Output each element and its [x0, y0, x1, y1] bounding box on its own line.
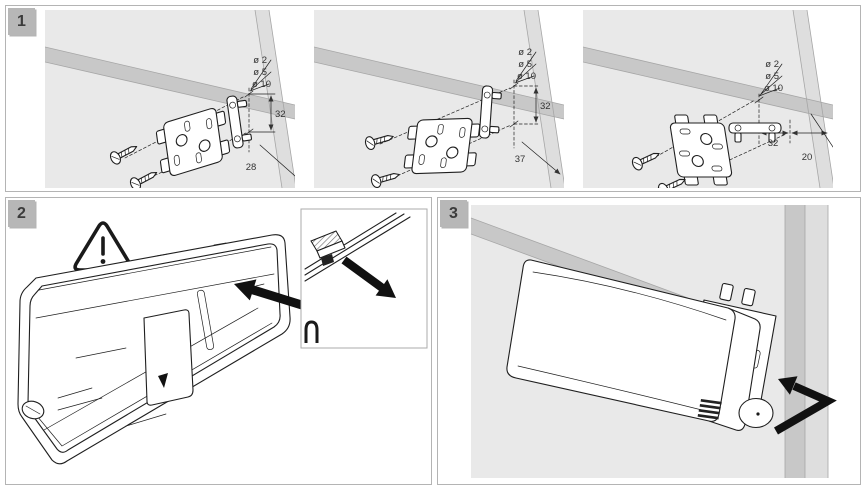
- hole-diameter-label: ø 10: [252, 79, 271, 90]
- edge-offset-dimension: 37: [515, 154, 526, 165]
- step-3-badge: 3: [440, 200, 467, 227]
- mounting-plate-icon: [667, 114, 735, 186]
- knob-icon: [738, 397, 774, 429]
- mounting-illustration: [470, 205, 837, 478]
- hole-diameter-label: ø 2: [765, 59, 779, 70]
- step-2-badge: 2: [8, 200, 35, 227]
- housing-cavity-details: [21, 242, 265, 427]
- remove-tab-arrow-icon: [234, 279, 307, 311]
- drilling-diagram-a: ø 2 ø 5 ø 10 32 28: [45, 10, 295, 188]
- hole-diameter-label: ø 2: [253, 55, 267, 66]
- drilling-diagram-c: ø 2 ø 5 ø 10 32 20: [583, 10, 833, 188]
- hole-spacing-dimension: 32: [540, 101, 551, 112]
- pull-direction-arrow-icon: [341, 256, 396, 298]
- device-back-illustration: [17, 208, 428, 465]
- step1-panel: 1 ø 2 ø 5 ø 10 32 28: [5, 5, 861, 192]
- step3-panel: 3: [437, 197, 861, 485]
- vent-grille-icon: [697, 398, 722, 420]
- device-front-illustration: [506, 259, 774, 431]
- drilling-diagram-b: ø 2 ø 5 ø 10 32 37: [314, 10, 564, 188]
- hole-spacing-dimension: 32: [275, 109, 286, 120]
- hole-diameter-label: ø 2: [518, 47, 532, 58]
- mount-direction-arrow-icon: [774, 376, 837, 435]
- step-1-badge: 1: [8, 8, 35, 35]
- step2-panel: 2: [5, 197, 432, 485]
- hook-detail-icon: [304, 320, 319, 343]
- edge-offset-dimension: 20: [802, 152, 813, 163]
- rail-detail: [304, 212, 411, 282]
- leader-lines-b: [509, 51, 561, 175]
- hole-diameter-label: ø 10: [764, 83, 783, 94]
- detail-callout: [300, 208, 428, 349]
- edge-offset-dimension: 28: [246, 162, 257, 173]
- hole-spacing-dimension: 32: [768, 138, 779, 149]
- hole-diameter-label: ø 10: [517, 71, 536, 82]
- leader-lines-c: [754, 63, 833, 148]
- hole-diameter-label: ø 5: [518, 59, 532, 70]
- hole-diameter-label: ø 5: [253, 67, 267, 78]
- hole-diameter-label: ø 5: [765, 71, 779, 82]
